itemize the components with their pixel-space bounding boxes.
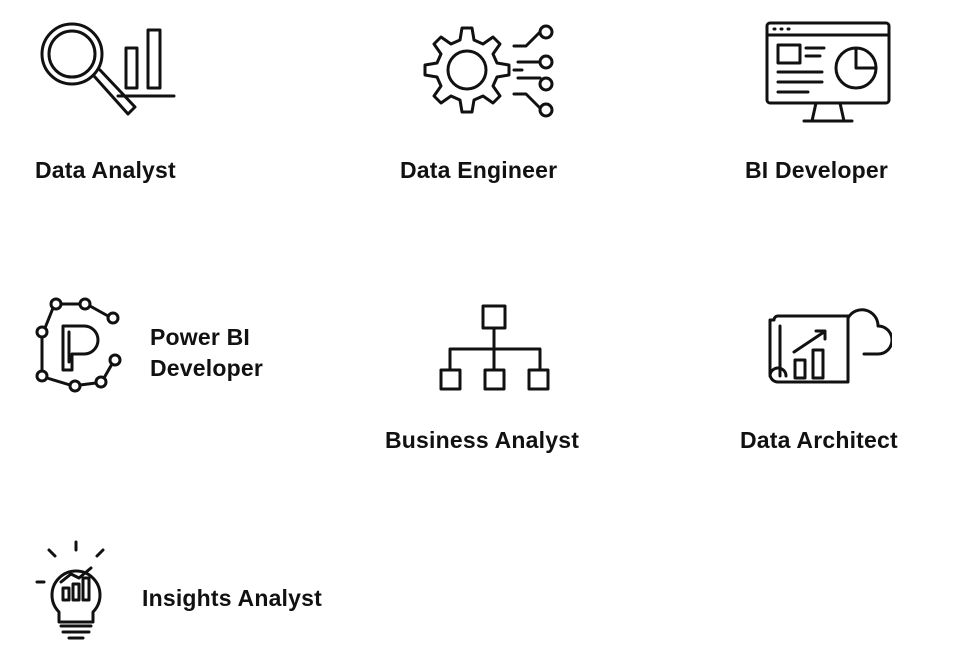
role-label-data-analyst: Data Analyst [35,157,176,183]
role-label-bi-developer: BI Developer [745,157,889,183]
gear-circuit-icon [422,20,562,120]
role-label-business-analyst: Business Analyst [385,427,580,453]
org-chart-icon [438,303,552,393]
role-label-insights-analyst: Insights Analyst [142,585,322,611]
lightbulb-chart-icon [33,538,115,642]
power-bi-network-icon [33,296,125,394]
role-label-data-engineer: Data Engineer [400,157,558,183]
role-label-power-bi-developer: Power BI Developer [150,322,263,384]
role-label-line2: Developer [150,355,264,381]
role-label-line1: Power BI [150,324,251,350]
magnifier-bar-chart-icon [38,20,178,124]
monitor-dashboard-icon [764,20,894,125]
blueprint-cloud-icon [766,298,892,390]
role-label-data-architect: Data Architect [740,427,898,453]
